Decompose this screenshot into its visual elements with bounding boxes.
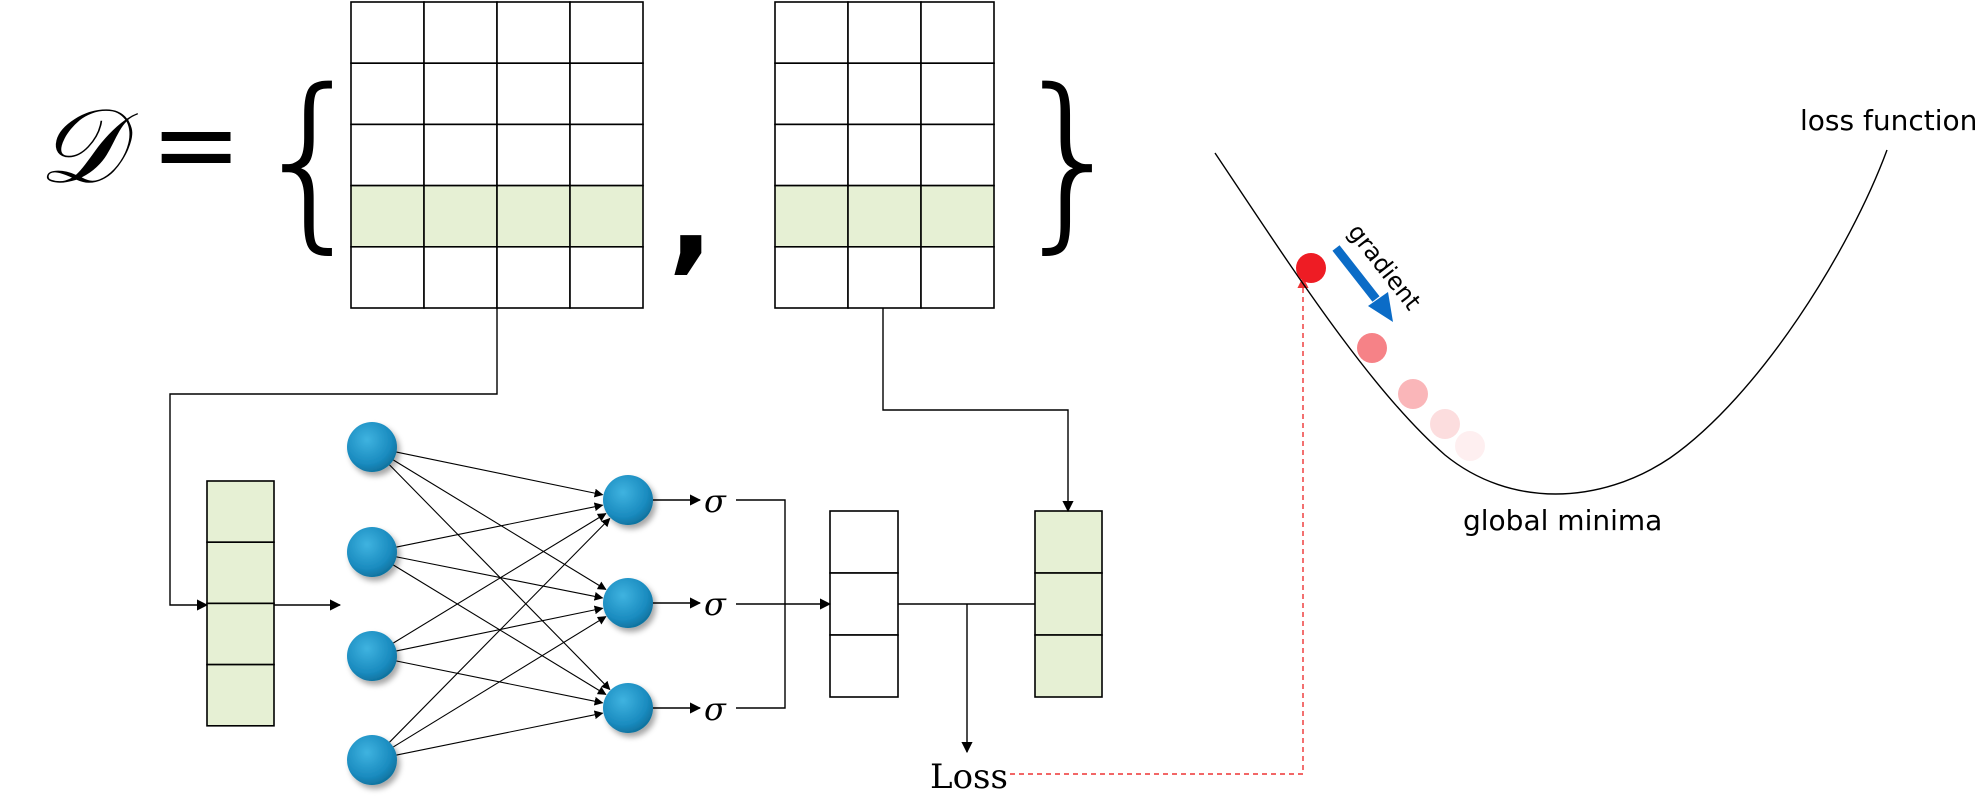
sigma-activation: σ bbox=[704, 690, 727, 728]
label-matrix-cell bbox=[774, 246, 849, 309]
label-matrix-cell bbox=[847, 184, 922, 248]
input-matrix-cell bbox=[569, 62, 644, 126]
target-vector-cell bbox=[1034, 634, 1103, 698]
descent-ball-trail-2 bbox=[1398, 379, 1428, 409]
network-edge bbox=[389, 517, 611, 743]
network-edge bbox=[393, 459, 607, 590]
input-matrix-cell bbox=[569, 123, 644, 187]
input-matrix-cell bbox=[496, 1, 571, 65]
label-matrix-cell bbox=[774, 62, 849, 126]
input-matrix-cell bbox=[569, 184, 644, 248]
input-vector-cell bbox=[206, 663, 275, 727]
input-matrix bbox=[350, 1, 644, 309]
input-matrix-cell bbox=[496, 246, 571, 309]
label-matrix-cell bbox=[920, 246, 995, 309]
input-matrix-cell bbox=[423, 123, 498, 187]
label-matrix-cell bbox=[847, 1, 922, 65]
label-matrix-cell bbox=[920, 62, 995, 126]
comma-separator: , bbox=[668, 148, 714, 287]
label-matrix-cell bbox=[774, 184, 849, 248]
input-neuron bbox=[347, 631, 397, 681]
input-matrix-cell bbox=[569, 1, 644, 65]
input-neuron bbox=[347, 527, 397, 577]
global-minima-label: global minima bbox=[1463, 504, 1662, 537]
loss-feedback-dashed-arrow bbox=[1010, 276, 1309, 775]
input-matrix-cell bbox=[423, 184, 498, 248]
network-nodes bbox=[347, 422, 653, 785]
loss-label: Loss bbox=[930, 757, 1008, 797]
label-matrix-cell bbox=[920, 1, 995, 65]
label-matrix-cell bbox=[774, 123, 849, 187]
label-matrix-cell bbox=[920, 184, 995, 248]
close-brace: } bbox=[1010, 49, 1131, 270]
descent-ball-current bbox=[1296, 253, 1326, 283]
input-matrix-cell bbox=[423, 62, 498, 126]
input-neuron bbox=[347, 735, 397, 785]
target-vector bbox=[1034, 510, 1103, 698]
network-edge bbox=[393, 616, 607, 748]
input-matrix-cell bbox=[350, 246, 425, 309]
loss-function-label: loss function bbox=[1800, 104, 1977, 137]
label-matrix-cell bbox=[920, 123, 995, 187]
target-vector-cell bbox=[1034, 510, 1103, 574]
output-neuron bbox=[603, 578, 653, 628]
input-matrix-cell bbox=[569, 246, 644, 309]
label-matrix bbox=[774, 1, 995, 309]
network-edge bbox=[396, 451, 604, 498]
input-vector-cell bbox=[206, 480, 275, 544]
output-neuron bbox=[603, 475, 653, 525]
label-row-connector bbox=[882, 308, 1074, 513]
sigma-activation: σ bbox=[704, 585, 727, 623]
dataset-symbol: 𝒟 bbox=[38, 85, 138, 207]
prediction-vector-cell bbox=[829, 572, 899, 636]
descent-ball-trail-1 bbox=[1357, 333, 1387, 363]
input-matrix-cell bbox=[350, 1, 425, 65]
network-edge bbox=[393, 513, 607, 644]
input-vector bbox=[206, 480, 275, 727]
network-edge bbox=[396, 710, 604, 756]
input-matrix-cell bbox=[423, 1, 498, 65]
input-matrix-cell bbox=[350, 184, 425, 248]
label-matrix-cell bbox=[847, 123, 922, 187]
input-neuron bbox=[347, 422, 397, 472]
label-matrix-cell bbox=[847, 62, 922, 126]
prediction-vector-cell bbox=[829, 510, 899, 574]
activation-group: σ σ σ bbox=[653, 482, 727, 728]
label-matrix-cell bbox=[847, 246, 922, 309]
input-matrix-cell bbox=[423, 246, 498, 309]
input-matrix-cell bbox=[496, 123, 571, 187]
network-edge bbox=[396, 502, 604, 548]
input-matrix-cell bbox=[350, 123, 425, 187]
input-matrix-cell bbox=[496, 184, 571, 248]
input-vector-cell bbox=[206, 541, 275, 605]
equals-sign: = bbox=[150, 80, 242, 208]
input-matrix-cell bbox=[496, 62, 571, 126]
loss-curve bbox=[1214, 149, 1888, 495]
label-matrix-cell bbox=[774, 1, 849, 65]
input-row-connector bbox=[169, 308, 498, 611]
sigma-activation: σ bbox=[704, 482, 727, 520]
input-vector-cell bbox=[206, 602, 275, 666]
descent-ball-trail-3 bbox=[1430, 409, 1460, 439]
network-edge bbox=[396, 556, 604, 601]
input-matrix-cell bbox=[350, 62, 425, 126]
prediction-vector bbox=[829, 510, 899, 698]
gradient-arrow bbox=[1332, 245, 1393, 322]
output-neuron bbox=[603, 683, 653, 733]
prediction-vector-cell bbox=[829, 634, 899, 698]
descent-ball-trail-4 bbox=[1455, 431, 1485, 461]
network-edges bbox=[389, 451, 611, 756]
target-vector-cell bbox=[1034, 572, 1103, 636]
network-edge bbox=[396, 605, 604, 652]
